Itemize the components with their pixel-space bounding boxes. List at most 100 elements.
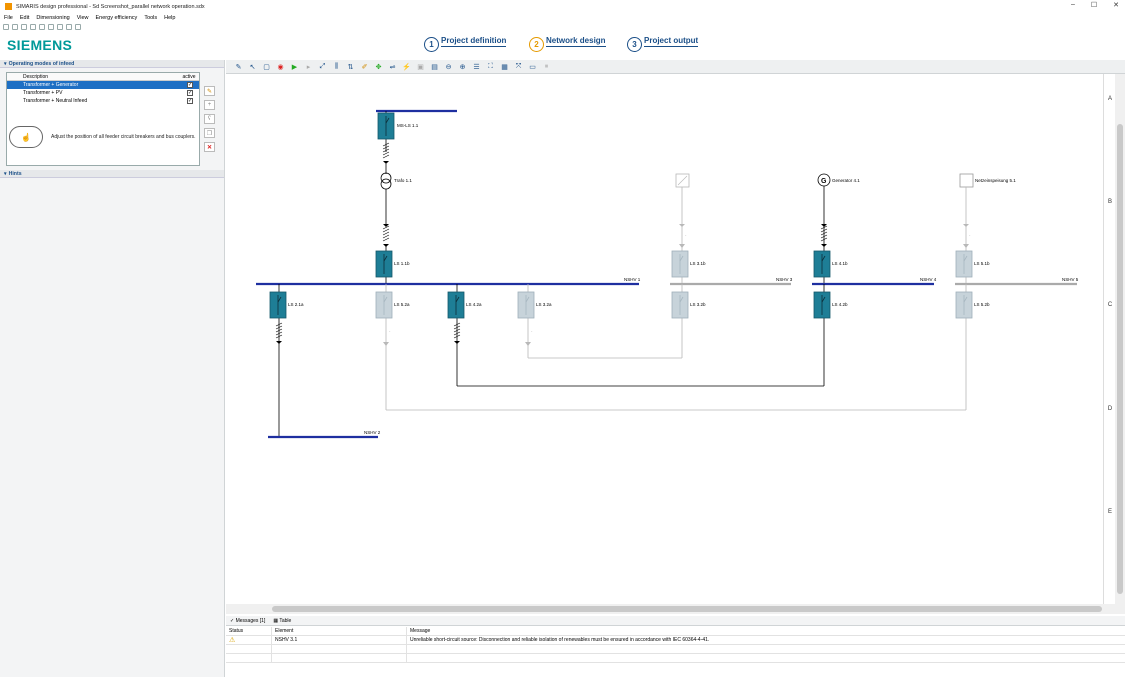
menu-view[interactable]: View — [77, 15, 89, 21]
active-checkbox[interactable]: ✓ — [187, 98, 193, 104]
expand-icon[interactable]: ⤧ — [514, 62, 523, 71]
label-ls41b: LS 4.1b — [832, 261, 848, 266]
rename-icon[interactable]: ʕ — [204, 114, 215, 124]
hints-heading: Hints — [9, 171, 22, 177]
menu-energy-efficiency[interactable]: Energy efficiency — [96, 15, 138, 21]
pencil-icon[interactable]: ✐ — [360, 62, 369, 71]
hints-header[interactable]: ▾ Hints — [0, 170, 224, 178]
breaker-ls32a[interactable] — [518, 292, 534, 318]
close-button[interactable]: ✕ — [1113, 1, 1119, 9]
zoom-in-icon[interactable]: ⊕ — [458, 62, 467, 71]
menu-bar: File Edit Dimensioning View Energy effic… — [0, 13, 175, 22]
mode-row[interactable]: Transformer + Generator ✓ — [7, 81, 199, 89]
flip-icon[interactable]: ⇌ — [388, 62, 397, 71]
copy-icon[interactable] — [57, 24, 63, 30]
grid-icon[interactable]: ▦ — [500, 62, 509, 71]
window-icon[interactable]: ▭ — [528, 62, 537, 71]
minimize-button[interactable]: – — [1071, 1, 1075, 9]
pause-icon[interactable]: ⏸ — [542, 62, 551, 71]
menu-tools[interactable]: Tools — [144, 15, 157, 21]
align-icon[interactable]: ⫼ — [332, 62, 341, 71]
step-number: 3 — [627, 37, 642, 52]
horizontal-scrollbar[interactable] — [226, 604, 1125, 614]
move-icon[interactable]: ✥ — [374, 62, 383, 71]
column-description[interactable]: Description — [7, 74, 179, 80]
neutral-infeed-icon[interactable] — [960, 174, 973, 187]
copy-format-icon[interactable] — [66, 24, 72, 30]
zoom-out-icon[interactable]: ⊖ — [444, 62, 453, 71]
table-header: Description active — [7, 73, 199, 81]
table-row[interactable]: ⚠ NSHV 3.1 Unreliable short-circuit sour… — [226, 636, 1125, 645]
select-icon[interactable]: ▢ — [262, 62, 271, 71]
layout-icon[interactable]: ▤ — [430, 62, 439, 71]
breaker-ls52b[interactable] — [956, 292, 972, 318]
menu-edit[interactable]: Edit — [20, 15, 29, 21]
vertical-scrollbar[interactable] — [1115, 74, 1125, 604]
step-project-definition[interactable]: 1 Project definition — [424, 31, 506, 52]
scroll-thumb[interactable] — [272, 606, 1102, 612]
breaker-ls52a[interactable] — [376, 292, 392, 318]
save-as-icon[interactable] — [30, 24, 36, 30]
measure-icon[interactable]: ⤢ — [318, 62, 327, 71]
mode-row[interactable]: Transformer + Neutral Infeed ✓ — [7, 97, 199, 105]
transformer-trafo[interactable] — [381, 173, 391, 189]
label-ls32a: LS 3.2a — [536, 302, 552, 307]
pointer-icon[interactable]: ↖ — [248, 62, 257, 71]
step-network-design[interactable]: 2 Network design — [529, 31, 606, 52]
generator-icon[interactable]: G — [818, 174, 830, 186]
column-status[interactable]: Status — [226, 627, 272, 635]
edit-icon[interactable]: ✎ — [234, 62, 243, 71]
active-checkbox[interactable]: ✓ — [187, 82, 193, 88]
collapse-icon[interactable]: ▾ — [4, 171, 7, 177]
delete-icon[interactable] — [39, 24, 45, 30]
tab-table[interactable]: ▦ Table — [273, 618, 291, 624]
save-icon[interactable] — [21, 24, 27, 30]
breaker-ls31b[interactable] — [672, 251, 688, 277]
breaker-msls[interactable] — [378, 113, 394, 139]
maximize-button[interactable]: ☐ — [1091, 1, 1097, 9]
breaker-ls21a[interactable] — [270, 292, 286, 318]
delete-icon[interactable]: ✕ — [204, 142, 215, 152]
single-line-diagram[interactable]: MS-LS 1.1 Trafo 1.1 LS 1.1b - LS 3.1b G … — [226, 74, 1103, 604]
new-icon[interactable] — [3, 24, 9, 30]
distribute-icon[interactable]: ⇅ — [346, 62, 355, 71]
step-icon[interactable]: ▸ — [304, 62, 313, 71]
list-icon[interactable]: ☰ — [472, 62, 481, 71]
cut-icon[interactable] — [48, 24, 54, 30]
breaker-ls11b[interactable] — [376, 251, 392, 277]
breaker-ls32b[interactable] — [672, 292, 688, 318]
column-element[interactable]: Element — [272, 627, 407, 635]
paste-icon[interactable] — [75, 24, 81, 30]
operating-modes-header[interactable]: ▾ Operating modes of infeed — [0, 60, 224, 68]
step-label: Project definition — [441, 36, 506, 47]
add-icon[interactable]: + — [204, 100, 215, 110]
copy-icon[interactable]: ❐ — [204, 128, 215, 138]
scroll-thumb[interactable] — [1117, 124, 1123, 594]
breaker-ls51b[interactable] — [956, 251, 972, 277]
open-icon[interactable] — [12, 24, 18, 30]
breaker-ls42a[interactable] — [448, 292, 464, 318]
menu-help[interactable]: Help — [164, 15, 175, 21]
mode-label: Transformer + PV — [7, 90, 187, 96]
zoom-fit-icon[interactable]: ⛶ — [486, 62, 495, 71]
frame-icon[interactable]: ▣ — [416, 62, 425, 71]
breaker-ls42b[interactable] — [814, 292, 830, 318]
menu-dimensioning[interactable]: Dimensioning — [36, 15, 69, 21]
record-icon[interactable]: ◉ — [276, 62, 285, 71]
breaker-icon[interactable]: ⚡ — [402, 62, 411, 71]
step-project-output[interactable]: 3 Project output — [627, 31, 698, 52]
label-nshv5: NSHV 5 — [1062, 277, 1079, 282]
pencil-icon[interactable]: ✎ — [204, 86, 215, 96]
column-message[interactable]: Message — [407, 627, 1125, 635]
tab-messages[interactable]: ✓ Messages [1] — [230, 618, 265, 624]
active-checkbox[interactable]: ✓ — [187, 90, 193, 96]
mode-row[interactable]: Transformer + PV ✓ — [7, 89, 199, 97]
diagram-canvas[interactable]: MS-LS 1.1 Trafo 1.1 LS 1.1b - LS 3.1b G … — [226, 74, 1103, 604]
step-label: Project output — [644, 36, 698, 47]
breaker-ls41b[interactable] — [814, 251, 830, 277]
play-icon[interactable]: ▶ — [290, 62, 299, 71]
svg-text:-: - — [969, 232, 971, 237]
collapse-icon[interactable]: ▾ — [4, 61, 7, 67]
column-active[interactable]: active — [179, 74, 199, 80]
menu-file[interactable]: File — [4, 15, 13, 21]
